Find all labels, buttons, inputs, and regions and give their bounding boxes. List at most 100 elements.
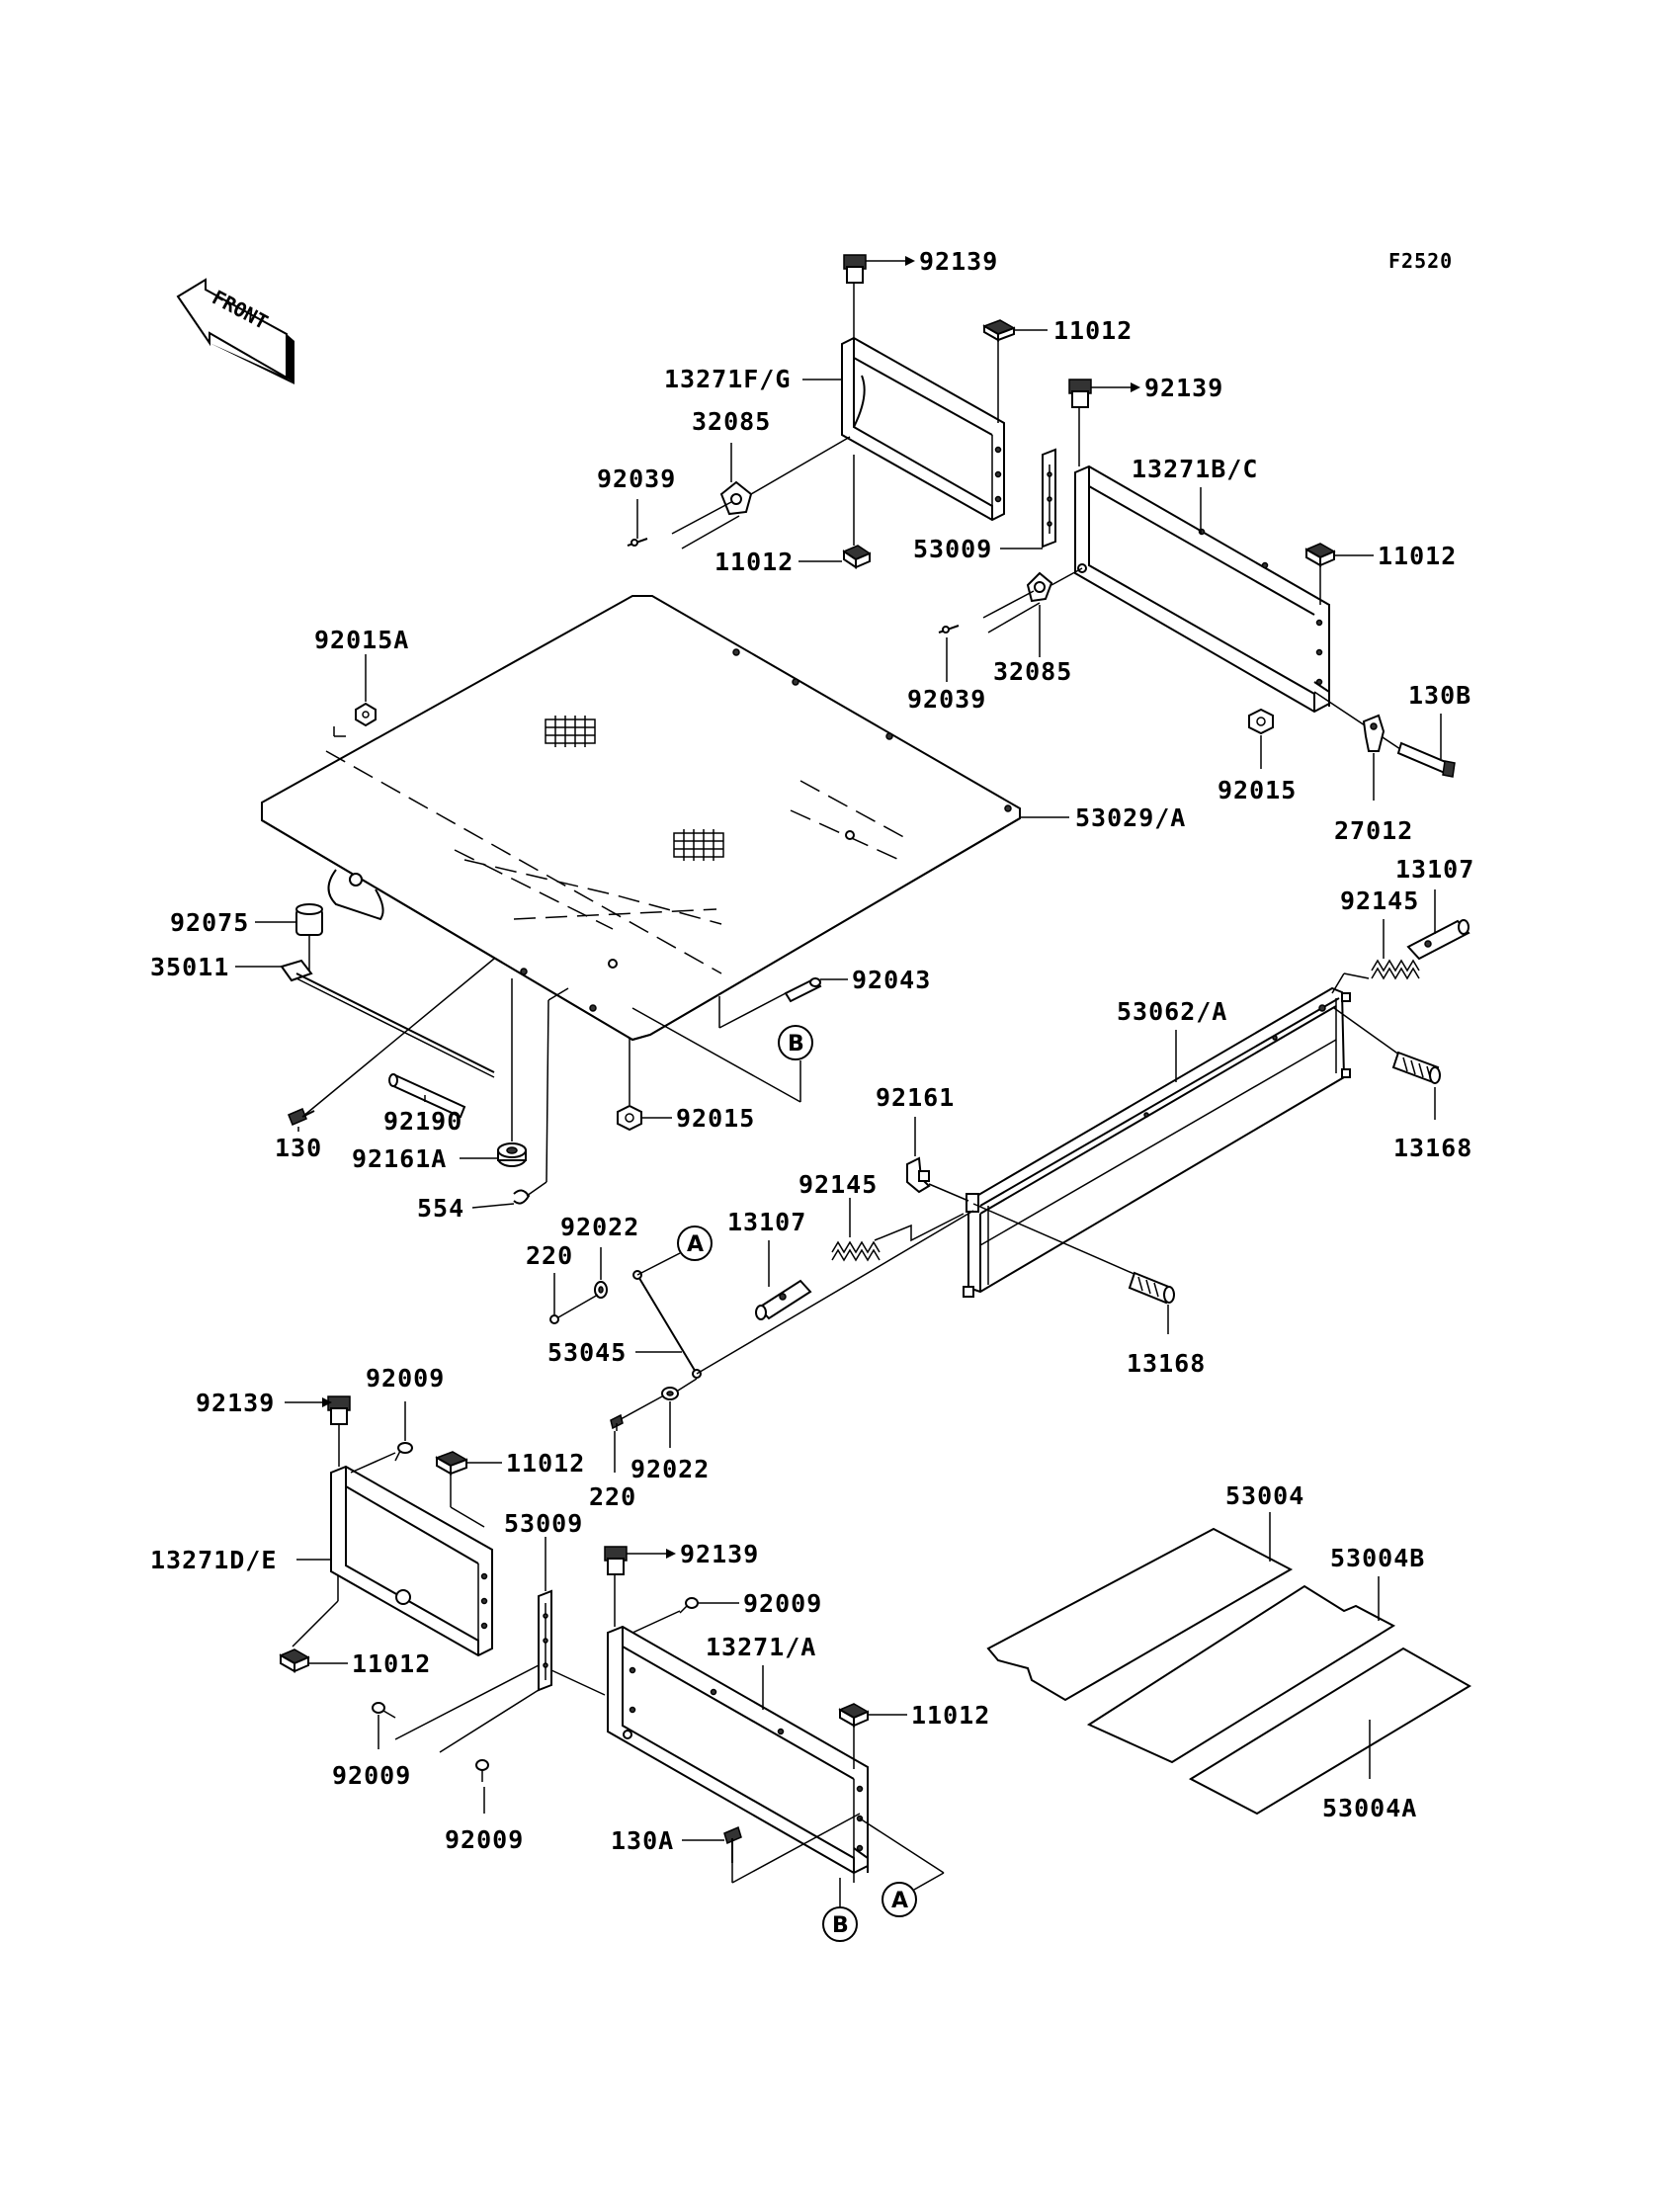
label-92009-top: 92009 bbox=[366, 1364, 445, 1393]
label-130: 130 bbox=[275, 1134, 322, 1162]
label-11012-mid: 11012 bbox=[714, 548, 794, 576]
cap-92139-top bbox=[843, 254, 867, 338]
label-53004a: 53004A bbox=[1322, 1794, 1417, 1822]
label-53045: 53045 bbox=[547, 1338, 627, 1367]
mesh-patch-1 bbox=[545, 716, 596, 747]
screw-92009-left bbox=[372, 1702, 396, 1719]
nut-92015-mid bbox=[617, 1104, 642, 1132]
tailgate-53062a bbox=[963, 986, 1351, 1298]
label-13271de: 13271D/E bbox=[150, 1546, 277, 1574]
bolt-130 bbox=[288, 1108, 315, 1132]
label-92009-mid: 92009 bbox=[743, 1589, 822, 1618]
label-13271fg: 13271F/G bbox=[664, 365, 791, 393]
label-92139-top: 92139 bbox=[919, 247, 998, 276]
ref-marker-a-bot: A bbox=[891, 1889, 908, 1913]
cap-92139-4 bbox=[604, 1546, 628, 1627]
hinge-32085-left bbox=[671, 436, 851, 549]
label-92015-right: 92015 bbox=[1218, 776, 1297, 804]
pin-13107-top bbox=[1406, 919, 1470, 961]
mat-53004b bbox=[1086, 1584, 1396, 1764]
label-92009-left: 92009 bbox=[332, 1761, 411, 1790]
label-92015a: 92015A bbox=[314, 626, 409, 654]
cap-11012-right bbox=[1304, 543, 1336, 605]
latch-27012 bbox=[1362, 714, 1386, 752]
bed-panel bbox=[261, 595, 1021, 1042]
cap-92139-2 bbox=[1068, 379, 1092, 466]
label-92009-bot: 92009 bbox=[445, 1825, 524, 1854]
spring-92145-top bbox=[1371, 959, 1420, 980]
label-92043: 92043 bbox=[852, 966, 931, 994]
label-92161: 92161 bbox=[876, 1083, 955, 1112]
pin-92039-left bbox=[627, 538, 648, 547]
label-32085-right: 32085 bbox=[993, 657, 1072, 686]
screw-92009-bot bbox=[475, 1759, 489, 1782]
label-130b: 130B bbox=[1408, 681, 1471, 710]
side-frame-13271de bbox=[330, 1465, 493, 1657]
label-27012: 27012 bbox=[1334, 816, 1413, 845]
cable-53045 bbox=[632, 1210, 974, 1379]
label-11012-lower: 11012 bbox=[506, 1449, 585, 1478]
label-13271bc: 13271B/C bbox=[1132, 455, 1258, 483]
washer-92022-bot bbox=[661, 1378, 698, 1400]
label-13271a: 13271/A bbox=[706, 1633, 816, 1661]
cap-11012-bl bbox=[279, 1648, 310, 1673]
washer-92022-top bbox=[594, 1281, 608, 1299]
label-53004: 53004 bbox=[1225, 1481, 1304, 1510]
bolt-220-bot bbox=[610, 1395, 663, 1431]
label-13107-mid: 13107 bbox=[727, 1208, 806, 1236]
label-11012-right: 11012 bbox=[1378, 542, 1457, 570]
label-53029a: 53029/A bbox=[1075, 803, 1186, 832]
label-13168-right: 13168 bbox=[1393, 1134, 1472, 1162]
figure-code: F2520 bbox=[1388, 249, 1453, 273]
pin-13107-mid bbox=[755, 1279, 812, 1320]
bolt-130b bbox=[1313, 691, 1456, 778]
hinge-strip-53009-top bbox=[1042, 448, 1056, 549]
label-11012-br: 11012 bbox=[911, 1701, 990, 1730]
bumper-92161a bbox=[497, 1142, 527, 1167]
bolt-130a bbox=[723, 1825, 742, 1863]
label-11012-bl: 11012 bbox=[352, 1649, 431, 1678]
label-11012-top: 11012 bbox=[1053, 316, 1133, 345]
cap-11012-top bbox=[982, 319, 1016, 423]
pin-92039-right bbox=[938, 625, 960, 634]
label-92039-left: 92039 bbox=[597, 465, 676, 493]
bolt-220-top bbox=[549, 1294, 599, 1324]
shaft-92190 bbox=[388, 1073, 466, 1119]
side-frame-13271bc bbox=[1074, 465, 1330, 714]
nut-92015a bbox=[355, 702, 377, 727]
label-92145-top: 92145 bbox=[1340, 887, 1419, 915]
rod-35011 bbox=[280, 959, 495, 1078]
label-53009-top: 53009 bbox=[913, 535, 992, 563]
label-53004b: 53004B bbox=[1330, 1544, 1425, 1572]
label-92022-top: 92022 bbox=[560, 1213, 639, 1241]
label-220-top: 220 bbox=[526, 1241, 573, 1270]
label-92022-bot: 92022 bbox=[630, 1455, 710, 1483]
ref-marker-a-top: A bbox=[687, 1232, 704, 1257]
label-53009-bot: 53009 bbox=[504, 1509, 583, 1538]
screw-92009-top bbox=[350, 1442, 413, 1474]
ref-marker-b-top: B bbox=[788, 1032, 804, 1056]
label-32085-left: 32085 bbox=[692, 407, 771, 436]
label-92039-right: 92039 bbox=[907, 685, 986, 714]
label-53062a: 53062/A bbox=[1117, 997, 1227, 1026]
label-554: 554 bbox=[417, 1194, 464, 1223]
spring-92145-mid bbox=[831, 1240, 881, 1262]
screw-92009-mid bbox=[631, 1597, 699, 1634]
side-frame-13271a bbox=[607, 1625, 869, 1875]
label-13107-top: 13107 bbox=[1395, 855, 1474, 884]
label-92075: 92075 bbox=[170, 908, 249, 937]
label-130a: 130A bbox=[611, 1826, 674, 1855]
cap-11012-lower bbox=[435, 1451, 485, 1528]
label-92139-4: 92139 bbox=[680, 1540, 759, 1568]
mat-53004 bbox=[986, 1527, 1294, 1702]
cap-11012-mid bbox=[842, 455, 872, 569]
cap-92139-3 bbox=[327, 1395, 351, 1467]
label-13168-mid: 13168 bbox=[1127, 1349, 1206, 1378]
front-arrow-icon: FRONT bbox=[176, 278, 294, 384]
label-92015-mid: 92015 bbox=[676, 1104, 755, 1133]
label-220-bot: 220 bbox=[589, 1482, 636, 1511]
pin-13168-right bbox=[1333, 1007, 1441, 1084]
clip-554 bbox=[513, 987, 569, 1205]
label-92190: 92190 bbox=[383, 1107, 462, 1136]
